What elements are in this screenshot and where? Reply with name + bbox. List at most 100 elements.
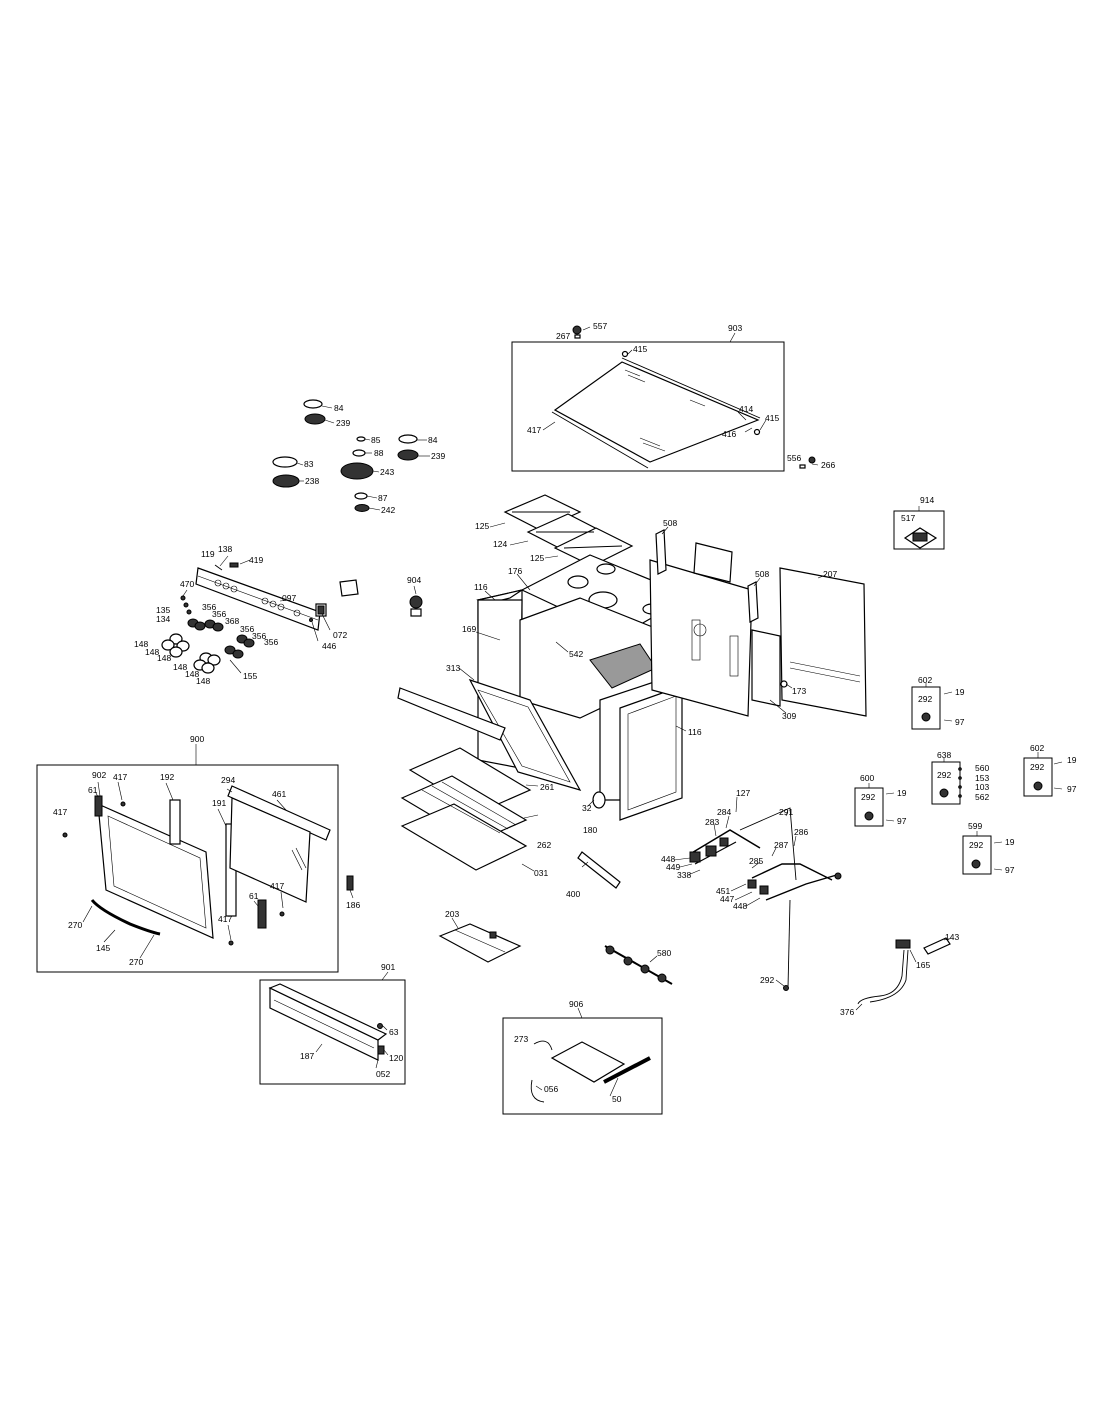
label-243: 243 [380, 467, 394, 477]
label-116-left: 116 [474, 582, 488, 592]
bumper-267 [572, 325, 582, 335]
box-599: 599 292 19 97 [962, 821, 1015, 875]
label-368: 368 [225, 616, 239, 626]
access-plate [693, 542, 733, 583]
label-145: 145 [96, 943, 110, 953]
heat-shield-203: 203 [438, 909, 522, 963]
bumper-266 [808, 456, 816, 464]
broiler-tube-50 [603, 1056, 651, 1084]
label-417-a: 417 [113, 772, 127, 782]
label-292-pipe: 292 [760, 975, 774, 985]
label-242: 242 [381, 505, 395, 515]
oven-door-assembly: 900 902 417 192 294 461 61 417 191 61 41… [36, 734, 360, 973]
label-415-top: 415 [633, 344, 647, 354]
label-286: 286 [794, 827, 808, 837]
label-031: 031 [534, 868, 548, 878]
label-148-b: 148 [145, 647, 159, 657]
label-267: 267 [556, 331, 570, 341]
clip-120 [377, 1045, 385, 1055]
label-602-lower: 602 [1030, 743, 1044, 753]
bracket-508-left [655, 529, 667, 575]
manifold-pipe [689, 829, 761, 855]
strip-400 [577, 851, 621, 889]
wire-273 [533, 1040, 553, 1051]
callout-box-638 [931, 761, 961, 805]
glass-lid [553, 361, 760, 463]
shield-203 [438, 923, 522, 963]
label-292-602b: 292 [1030, 762, 1044, 772]
label-270-a: 270 [68, 920, 82, 930]
label-165: 165 [916, 960, 930, 970]
label-638: 638 [937, 750, 951, 760]
callout-box-900 [36, 764, 339, 973]
electrical-group: 143 165 376 [840, 932, 959, 1017]
label-292-602a: 292 [918, 694, 932, 704]
label-138: 138 [218, 544, 232, 554]
broiler-assembly: 906 273 056 50 [502, 999, 663, 1115]
label-599: 599 [968, 821, 982, 831]
label-356-b: 356 [212, 609, 226, 619]
valve-manifold-580: 580 [604, 945, 673, 985]
label-124: 124 [493, 539, 507, 549]
part-box-914: 914 517 [893, 495, 945, 550]
label-356-d: 356 [252, 631, 266, 641]
label-292-600: 292 [861, 792, 875, 802]
box-602-upper: 602 292 19 97 [911, 675, 965, 730]
clip-173 [780, 680, 788, 688]
grate-125-left [503, 494, 582, 531]
label-261: 261 [540, 782, 554, 792]
label-356-a: 356 [202, 602, 216, 612]
label-313: 313 [446, 663, 460, 673]
label-284: 284 [717, 807, 731, 817]
label-61-b: 61 [249, 891, 259, 901]
label-294: 294 [221, 775, 235, 785]
label-186: 186 [346, 900, 360, 910]
label-19-600: 19 [897, 788, 907, 798]
label-285: 285 [749, 856, 763, 866]
label-125-right: 125 [530, 553, 544, 563]
switch-419 [229, 562, 239, 568]
gas-piping-group: 127 284 283 291 286 287 285 448 449 338 … [661, 788, 842, 991]
label-97-602a: 97 [955, 717, 965, 727]
burner-cap-87 [354, 492, 368, 500]
label-447: 447 [720, 894, 734, 904]
label-88: 88 [374, 448, 384, 458]
burner-head-242 [354, 504, 370, 512]
oven-body-group: 125 124 125 508 508 176 116 904 207 169 … [397, 494, 867, 899]
label-97-600: 97 [897, 816, 907, 826]
label-906: 906 [569, 999, 583, 1009]
callout-box-901 [259, 979, 406, 1085]
label-119: 119 [201, 549, 215, 559]
label-419: 419 [249, 555, 263, 565]
label-103: 103 [975, 782, 989, 792]
label-148-d: 148 [173, 662, 187, 672]
box-602-lower: 602 292 19 97 [1023, 743, 1077, 797]
label-273: 273 [514, 1034, 528, 1044]
pad-557 [574, 334, 581, 339]
label-292-638: 292 [937, 770, 951, 780]
callout-box-903 [511, 341, 785, 472]
hinge-61-b [257, 899, 267, 929]
label-148-e: 148 [185, 669, 199, 679]
terminal-block-143 [923, 937, 951, 955]
burner-cap-83 [272, 456, 298, 468]
label-560: 560 [975, 763, 989, 773]
label-517: 517 [901, 513, 915, 523]
label-283: 283 [705, 817, 719, 827]
box-638: 638 292 560 153 103 562 [931, 750, 989, 805]
label-176: 176 [508, 566, 522, 576]
door-frame-313 [468, 678, 582, 791]
label-143: 143 [945, 932, 959, 942]
label-97-602b: 97 [1067, 784, 1077, 794]
label-097: 097 [282, 593, 296, 603]
label-291: 291 [779, 807, 793, 817]
label-270-b: 270 [129, 957, 143, 967]
label-84-b: 84 [428, 435, 438, 445]
inner-glass-461 [229, 797, 311, 903]
label-148-f: 148 [196, 676, 210, 686]
screw-63 [377, 1023, 383, 1029]
label-508-right: 508 [755, 569, 769, 579]
label-292-599: 292 [969, 840, 983, 850]
control-panel-097 [195, 567, 321, 631]
burner-cap-84-a [303, 399, 323, 409]
